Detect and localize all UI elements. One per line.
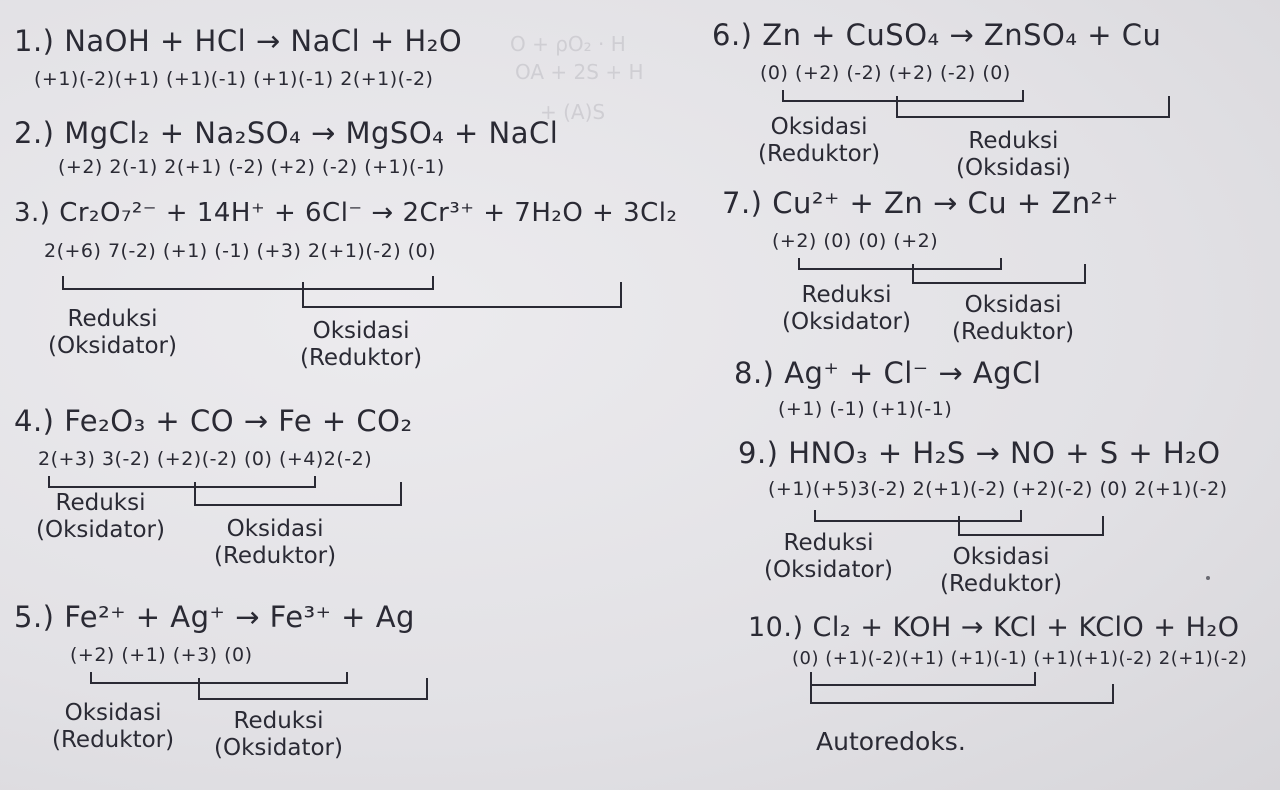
autoredox-bracket — [810, 672, 1036, 686]
oxidation-label: Oksidasi(Reduktor) — [52, 700, 175, 753]
reaction-9-equation: 9.) HNO₃ + H₂S → NO + S + H₂O — [738, 436, 1221, 470]
oxidation-bracket — [90, 672, 348, 684]
oxidation-bracket — [958, 516, 1104, 536]
reduction-label: Reduksi(Oksidator) — [782, 282, 911, 335]
reaction-7-oxidation-states: (+2) (0) (0) (+2) — [772, 230, 939, 252]
reaction-1-equation: 1.) NaOH + HCl → NaCl + H₂O — [14, 24, 463, 58]
oxidation-bracket — [782, 90, 1024, 102]
stray-mark — [1206, 576, 1210, 580]
reaction-2-oxidation-states: (+2) 2(-1) 2(+1) (-2) (+2) (-2) (+1)(-1) — [58, 156, 445, 178]
reaction-1-oxidation-states: (+1)(-2)(+1) (+1)(-1) (+1)(-1) 2(+1)(-2) — [34, 68, 434, 90]
oxidation-label: Oksidasi(Reduktor) — [952, 292, 1075, 345]
show-through-text: O + ρO₂ · H — [510, 32, 626, 56]
reduction-label: Reduksi(Oksidator) — [36, 490, 165, 543]
reaction-6-equation: 6.) Zn + CuSO₄ → ZnSO₄ + Cu — [712, 18, 1162, 52]
reaction-10-equation: 10.) Cl₂ + KOH → KCl + KClO + H₂O — [748, 612, 1240, 643]
reaction-3-equation: 3.) Cr₂O₇²⁻ + 14H⁺ + 6Cl⁻ → 2Cr³⁺ + 7H₂O… — [14, 198, 678, 228]
reduction-label: Reduksi(Oksidator) — [214, 708, 343, 761]
reaction-5-equation: 5.) Fe²⁺ + Ag⁺ → Fe³⁺ + Ag — [14, 600, 415, 634]
reduction-bracket — [814, 510, 1022, 522]
reduction-bracket — [62, 276, 434, 290]
reduction-bracket — [48, 476, 316, 488]
show-through-text: OA + 2S + H — [515, 60, 644, 84]
oxidation-label: Oksidasi(Reduktor) — [758, 114, 881, 167]
autoredox-label: Autoredoks. — [816, 727, 966, 756]
reaction-7-equation: 7.) Cu²⁺ + Zn → Cu + Zn²⁺ — [722, 186, 1119, 220]
oxidation-label: Oksidasi(Reduktor) — [214, 516, 337, 569]
reaction-4-oxidation-states: 2(+3) 3(-2) (+2)(-2) (0) (+4)2(-2) — [38, 448, 373, 470]
reduction-bracket — [798, 258, 1002, 270]
reduction-label: Reduksi(Oksidator) — [764, 530, 893, 583]
reaction-10-oxidation-states: (0) (+1)(-2)(+1) (+1)(-1) (+1)(+1)(-2) 2… — [792, 648, 1248, 669]
oxidation-bracket — [302, 282, 622, 308]
reaction-8-equation: 8.) Ag⁺ + Cl⁻ → AgCl — [734, 356, 1042, 390]
autoredox-bracket — [810, 684, 1114, 704]
oxidation-bracket — [912, 264, 1086, 284]
reaction-9-oxidation-states: (+1)(+5)3(-2) 2(+1)(-2) (+2)(-2) (0) 2(+… — [768, 478, 1228, 500]
reduction-bracket — [896, 96, 1170, 118]
oxidation-label: Oksidasi(Reduktor) — [300, 318, 423, 371]
reduction-label: Reduksi(Oksidator) — [48, 306, 177, 359]
reaction-3-oxidation-states: 2(+6) 7(-2) (+1) (-1) (+3) 2(+1)(-2) (0) — [44, 240, 437, 262]
reaction-4-equation: 4.) Fe₂O₃ + CO → Fe + CO₂ — [14, 404, 413, 438]
reaction-8-oxidation-states: (+1) (-1) (+1)(-1) — [778, 398, 953, 420]
oxidation-bracket — [194, 482, 402, 506]
reaction-5-oxidation-states: (+2) (+1) (+3) (0) — [70, 644, 253, 666]
show-through-text: + (A)S — [540, 100, 606, 124]
reaction-6-oxidation-states: (0) (+2) (-2) (+2) (-2) (0) — [760, 62, 1011, 84]
oxidation-label: Oksidasi(Reduktor) — [940, 544, 1063, 597]
reduction-bracket — [198, 678, 428, 700]
reduction-label: Reduksi(Oksidasi) — [956, 128, 1071, 181]
reaction-2-equation: 2.) MgCl₂ + Na₂SO₄ → MgSO₄ + NaCl — [14, 116, 559, 150]
